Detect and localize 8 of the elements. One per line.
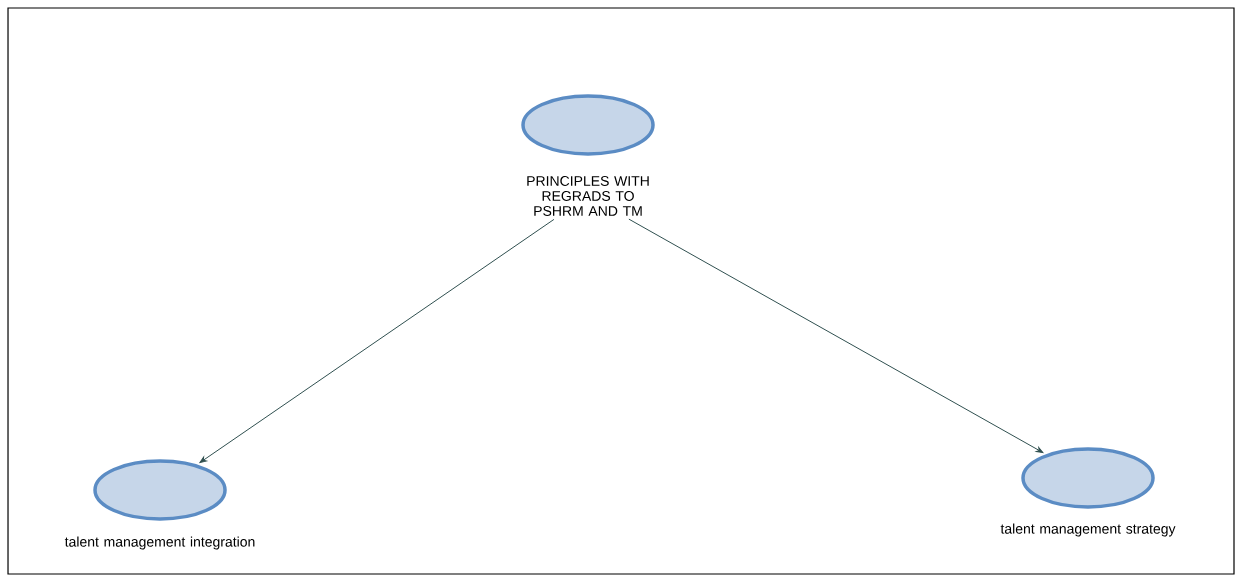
node-label: PRINCIPLES WITH REGRADS TO PSHRM AND TM [527, 176, 649, 216]
circle-node: talent management integration [64, 459, 255, 550]
arrow [628, 218, 1044, 453]
node-label: talent management strategy [1000, 523, 1176, 537]
arrow [199, 218, 555, 464]
circle-node: PRINCIPLES WITH REGRADS TO PSHRM AND TM [521, 94, 655, 216]
node-label: talent management integration [64, 536, 255, 550]
circle-node: talent management strategy [1000, 447, 1176, 537]
